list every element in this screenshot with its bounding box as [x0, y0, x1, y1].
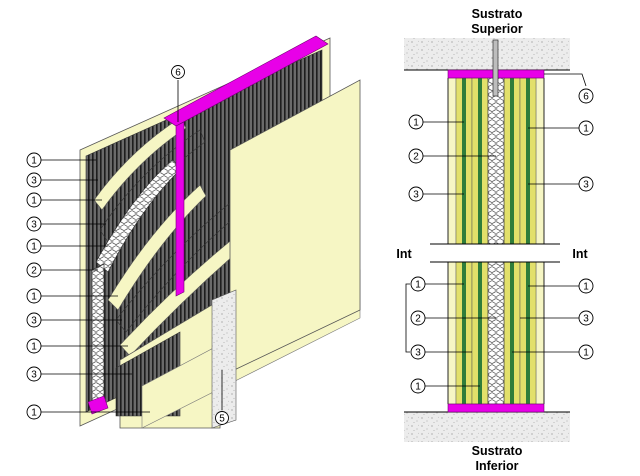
substrate-strip — [211, 289, 237, 429]
iso-callout-1-text: 1 — [31, 156, 37, 167]
iso-callout-7: 1 — [26, 288, 118, 304]
section-top-left-3: 3 — [408, 186, 464, 202]
iso-callout-5: 1 — [26, 238, 108, 254]
section-bottom-right-1-text: 1 — [583, 282, 589, 293]
section-bottom-left-4: 1 — [410, 378, 480, 394]
section-bottom-left-1: 1 — [410, 276, 464, 292]
section-bottom-left-2-text: 2 — [415, 314, 421, 325]
iso-callout-4: 3 — [26, 216, 106, 232]
iso-callout-6-text: 6 — [175, 68, 181, 79]
section-bottom-left-3: 3 — [410, 344, 472, 360]
iso-callout-9-text: 1 — [31, 342, 37, 353]
iso-callout-4-text: 3 — [31, 220, 37, 231]
iso-callout-6: 6 — [171, 65, 185, 122]
iso-callout-8: 3 — [26, 312, 122, 328]
section-bottom-right-2-text: 3 — [583, 314, 589, 325]
section-bottom-bracket — [405, 283, 410, 353]
top-substrate — [404, 38, 570, 70]
iso-callout-10-text: 3 — [31, 370, 37, 381]
bottom-substrate — [404, 412, 570, 442]
iso-callouts: 1 3 1 3 1 2 1 3 1 3 1 — [26, 152, 150, 420]
iso-callout-9: 1 — [26, 338, 128, 354]
section-top-right-1-text: 1 — [583, 124, 589, 135]
section-bottom-right-3-text: 1 — [583, 348, 589, 359]
section-top-left-1: 1 — [408, 114, 464, 130]
section-bottom-right-1: 1 — [528, 278, 594, 294]
core-panel — [91, 263, 105, 409]
vertical-stud — [175, 121, 185, 297]
section-bottom-left-1-text: 1 — [415, 280, 421, 291]
iso-callout-8-text: 3 — [31, 316, 37, 327]
curved-board-1 — [93, 117, 187, 211]
top-substrate-label-2: Superior — [471, 22, 523, 36]
anchor-bolt — [492, 39, 499, 97]
iso-callout-1: 1 — [26, 152, 96, 168]
section-bottom-right-2: 3 — [520, 310, 594, 326]
iso-callout-3-text: 1 — [31, 196, 37, 207]
section-callout-6: 6 — [544, 73, 594, 104]
section-bottom-track — [447, 403, 545, 413]
iso-callout-2: 3 — [26, 172, 98, 188]
top-track — [163, 35, 329, 127]
iso-callout-11: 1 — [26, 404, 150, 420]
section-callouts: 1 2 3 1 3 1 2 3 1 1 3 1 — [405, 114, 594, 394]
section-bottom-left-3-text: 3 — [415, 348, 421, 359]
iso-callout-10: 3 — [26, 366, 132, 382]
section-bottom-left-4-text: 1 — [415, 382, 421, 393]
section-top-right-2-text: 3 — [583, 180, 589, 191]
section-top-right-1: 1 — [528, 120, 594, 136]
isometric-view — [79, 35, 361, 429]
iso-callout-5: 5 — [215, 370, 229, 425]
section-bottom-left-2: 2 — [410, 310, 496, 326]
int-label-right: Int — [572, 247, 588, 261]
section-lower — [447, 261, 545, 405]
section-upper — [447, 77, 545, 245]
section-top-left-3-text: 3 — [413, 190, 419, 201]
iso-callout-2-text: 3 — [31, 176, 37, 187]
bottom-substrate-label-1: Sustrato — [472, 444, 523, 458]
section-callout-6-text: 6 — [583, 92, 589, 103]
iso-callout-7-text: 1 — [31, 292, 37, 303]
section-top-left-2: 2 — [408, 148, 496, 164]
iso-callout-3: 1 — [26, 192, 102, 208]
section-top-right-2: 3 — [528, 176, 594, 192]
iso-callout-6: 2 — [26, 262, 98, 278]
bottom-substrate-label-2: Inferior — [475, 459, 518, 473]
section-top-left-2-text: 2 — [413, 152, 419, 163]
iso-callout-5-text: 5 — [219, 414, 225, 425]
int-label-left: Int — [396, 247, 412, 261]
top-substrate-label-1: Sustrato — [472, 7, 523, 21]
section-view — [404, 38, 570, 442]
section-bottom-right-3: 1 — [512, 344, 594, 360]
iso-callout-11-text: 1 — [31, 408, 37, 419]
iso-callout-6-text: 2 — [31, 266, 37, 277]
bottom-track — [87, 395, 109, 415]
section-top-left-1-text: 1 — [413, 118, 419, 129]
iso-callout-5-text: 1 — [31, 242, 37, 253]
